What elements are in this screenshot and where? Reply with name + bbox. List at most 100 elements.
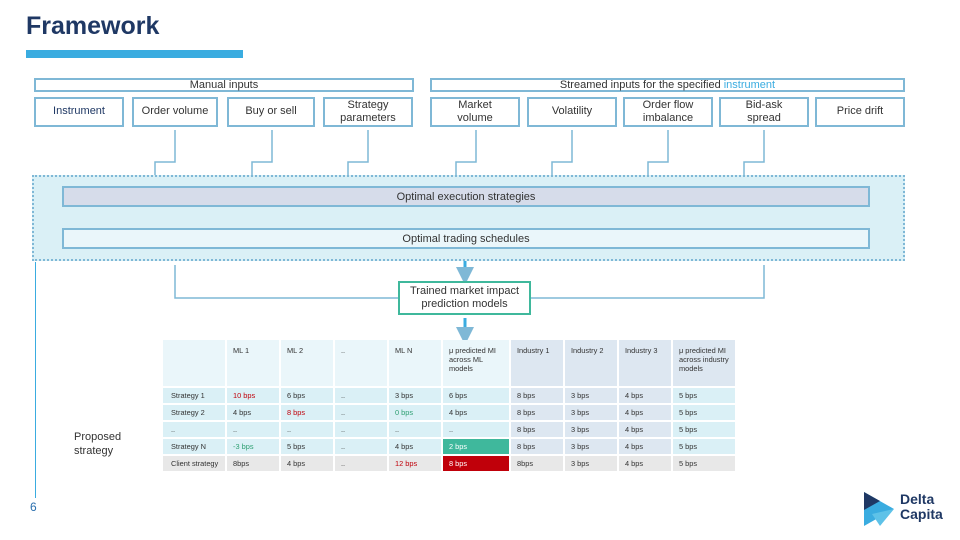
streamed-inputs-highlight: instrument bbox=[723, 78, 776, 91]
table-cell: 8 bps bbox=[511, 388, 563, 403]
table-cell: 5 bps bbox=[673, 439, 735, 454]
market-volume-label: Market volume bbox=[457, 98, 493, 124]
logo-wordmark: Delta Capita bbox=[900, 492, 943, 521]
table-row: Strategy 1 10 bps 6 bps .. 3 bps 6 bps 8… bbox=[163, 388, 735, 403]
table-header-cell: μ predicted MI across industry models bbox=[673, 340, 735, 386]
instrument-box: Instrument bbox=[34, 97, 124, 127]
table-cell: 3 bps bbox=[565, 439, 617, 454]
table-cell: 6 bps bbox=[443, 388, 509, 403]
table-cell: 4 bps bbox=[619, 422, 671, 437]
volatility-box: Volatility bbox=[527, 97, 617, 127]
table-cell: 4 bps bbox=[443, 405, 509, 420]
table-cell: 4 bps bbox=[619, 439, 671, 454]
order-volume-label: Order volume bbox=[141, 105, 209, 118]
table-cell: 6 bps bbox=[281, 388, 333, 403]
table-cell: 8 bps bbox=[511, 405, 563, 420]
table-cell: 5 bps bbox=[673, 422, 735, 437]
table-cell: 4 bps bbox=[619, 405, 671, 420]
table-cell: 4 bps bbox=[389, 439, 441, 454]
logo-line-1: Delta bbox=[900, 491, 935, 507]
order-volume-box: Order volume bbox=[132, 97, 218, 127]
page-side-line bbox=[35, 262, 36, 498]
table-cell: .. bbox=[335, 405, 387, 420]
manual-inputs-banner: Manual inputs bbox=[34, 78, 414, 92]
optimal-execution-strategies-label: Optimal execution strategies bbox=[396, 190, 536, 203]
manual-inputs-label: Manual inputs bbox=[189, 78, 259, 91]
row-label: Strategy 2 bbox=[163, 405, 225, 420]
table-cell: 4 bps bbox=[281, 456, 333, 471]
table-cell: .. bbox=[335, 456, 387, 471]
table-cell: 5 bps bbox=[281, 439, 333, 454]
bid-ask-spread-label: Bid-ask spread bbox=[745, 98, 783, 124]
market-impact-table: ML 1 ML 2 .. ML N μ predicted MI across … bbox=[161, 338, 737, 473]
delta-capita-logo: Delta Capita bbox=[862, 490, 947, 528]
table-cell: .. bbox=[335, 388, 387, 403]
table-row: Strategy 2 4 bps 8 bps .. 0 bps 4 bps 8 … bbox=[163, 405, 735, 420]
table-cell: 3 bps bbox=[565, 456, 617, 471]
instrument-label: Instrument bbox=[53, 105, 105, 118]
table-cell: 3 bps bbox=[389, 388, 441, 403]
best-strategy-cell: 2 bps bbox=[443, 439, 509, 454]
optimal-trading-schedules-label: Optimal trading schedules bbox=[402, 232, 530, 245]
table-header-row: ML 1 ML 2 .. ML N μ predicted MI across … bbox=[163, 340, 735, 386]
table-row-client: Client strategy 8bps 4 bps .. 12 bps 8 b… bbox=[163, 456, 735, 471]
table-cell: .. bbox=[335, 422, 387, 437]
table-header-cell: ML 2 bbox=[281, 340, 333, 386]
market-volume-box: Market volume bbox=[430, 97, 520, 127]
volatility-label: Volatility bbox=[551, 105, 593, 118]
table-cell: .. bbox=[443, 422, 509, 437]
strategy-parameters-label: Strategy parameters bbox=[340, 98, 396, 124]
delta-logo-icon bbox=[864, 492, 894, 526]
table-cell: .. bbox=[281, 422, 333, 437]
table-cell: -3 bps bbox=[227, 439, 279, 454]
page-title: Framework bbox=[26, 12, 160, 40]
worst-strategy-cell: 8 bps bbox=[443, 456, 509, 471]
table-cell: 4 bps bbox=[619, 388, 671, 403]
order-flow-imbalance-box: Order flow imbalance bbox=[623, 97, 713, 127]
table-header-cell: ML 1 bbox=[227, 340, 279, 386]
streamed-inputs-banner: Streamed inputs for the specified instru… bbox=[430, 78, 905, 92]
table-cell: 4 bps bbox=[227, 405, 279, 420]
table-cell: 3 bps bbox=[565, 388, 617, 403]
order-flow-imbalance-label: Order flow imbalance bbox=[642, 98, 694, 124]
table-row: .. .. .. .. .. .. 8 bps 3 bps 4 bps 5 bp… bbox=[163, 422, 735, 437]
proposed-strategy-label: Proposed strategy bbox=[74, 431, 122, 458]
bid-ask-spread-box: Bid-ask spread bbox=[719, 97, 809, 127]
table-cell: 0 bps bbox=[389, 405, 441, 420]
table-cell: .. bbox=[227, 422, 279, 437]
table-header-cell: Industry 1 bbox=[511, 340, 563, 386]
row-label: Strategy N bbox=[163, 439, 225, 454]
title-underline bbox=[26, 50, 243, 58]
table-cell: 5 bps bbox=[673, 456, 735, 471]
buy-or-sell-box: Buy or sell bbox=[227, 97, 315, 127]
strategy-parameters-box: Strategy parameters bbox=[323, 97, 413, 127]
table-header-cell: μ predicted MI across ML models bbox=[443, 340, 509, 386]
trained-models-box: Trained market impact prediction models bbox=[398, 281, 531, 315]
table-cell: 5 bps bbox=[673, 388, 735, 403]
table-cell: 3 bps bbox=[565, 422, 617, 437]
streamed-inputs-label: Streamed inputs for the specified bbox=[559, 78, 721, 91]
row-label: Client strategy bbox=[163, 456, 225, 471]
table-cell: 8 bps bbox=[511, 422, 563, 437]
table-cell: 8bps bbox=[227, 456, 279, 471]
optimal-trading-schedules-box: Optimal trading schedules bbox=[62, 228, 870, 249]
table-header-cell: .. bbox=[335, 340, 387, 386]
table-cell: 5 bps bbox=[673, 405, 735, 420]
table-cell: 4 bps bbox=[619, 456, 671, 471]
page-number: 6 bbox=[30, 500, 37, 514]
row-label: Strategy 1 bbox=[163, 388, 225, 403]
logo-line-2: Capita bbox=[900, 505, 943, 522]
optimal-execution-strategies-box: Optimal execution strategies bbox=[62, 186, 870, 207]
table-row: Strategy N -3 bps 5 bps .. 4 bps 2 bps 8… bbox=[163, 439, 735, 454]
table-header-cell: Industry 3 bbox=[619, 340, 671, 386]
table-header-cell: ML N bbox=[389, 340, 441, 386]
table-cell: 12 bps bbox=[389, 456, 441, 471]
price-drift-label: Price drift bbox=[836, 105, 884, 118]
table-cell: .. bbox=[389, 422, 441, 437]
row-label: .. bbox=[163, 422, 225, 437]
table-corner-cell bbox=[163, 340, 225, 386]
table-cell: .. bbox=[335, 439, 387, 454]
trained-models-label: Trained market impact prediction models bbox=[409, 284, 520, 310]
buy-or-sell-label: Buy or sell bbox=[245, 105, 297, 118]
table-cell: 3 bps bbox=[565, 405, 617, 420]
